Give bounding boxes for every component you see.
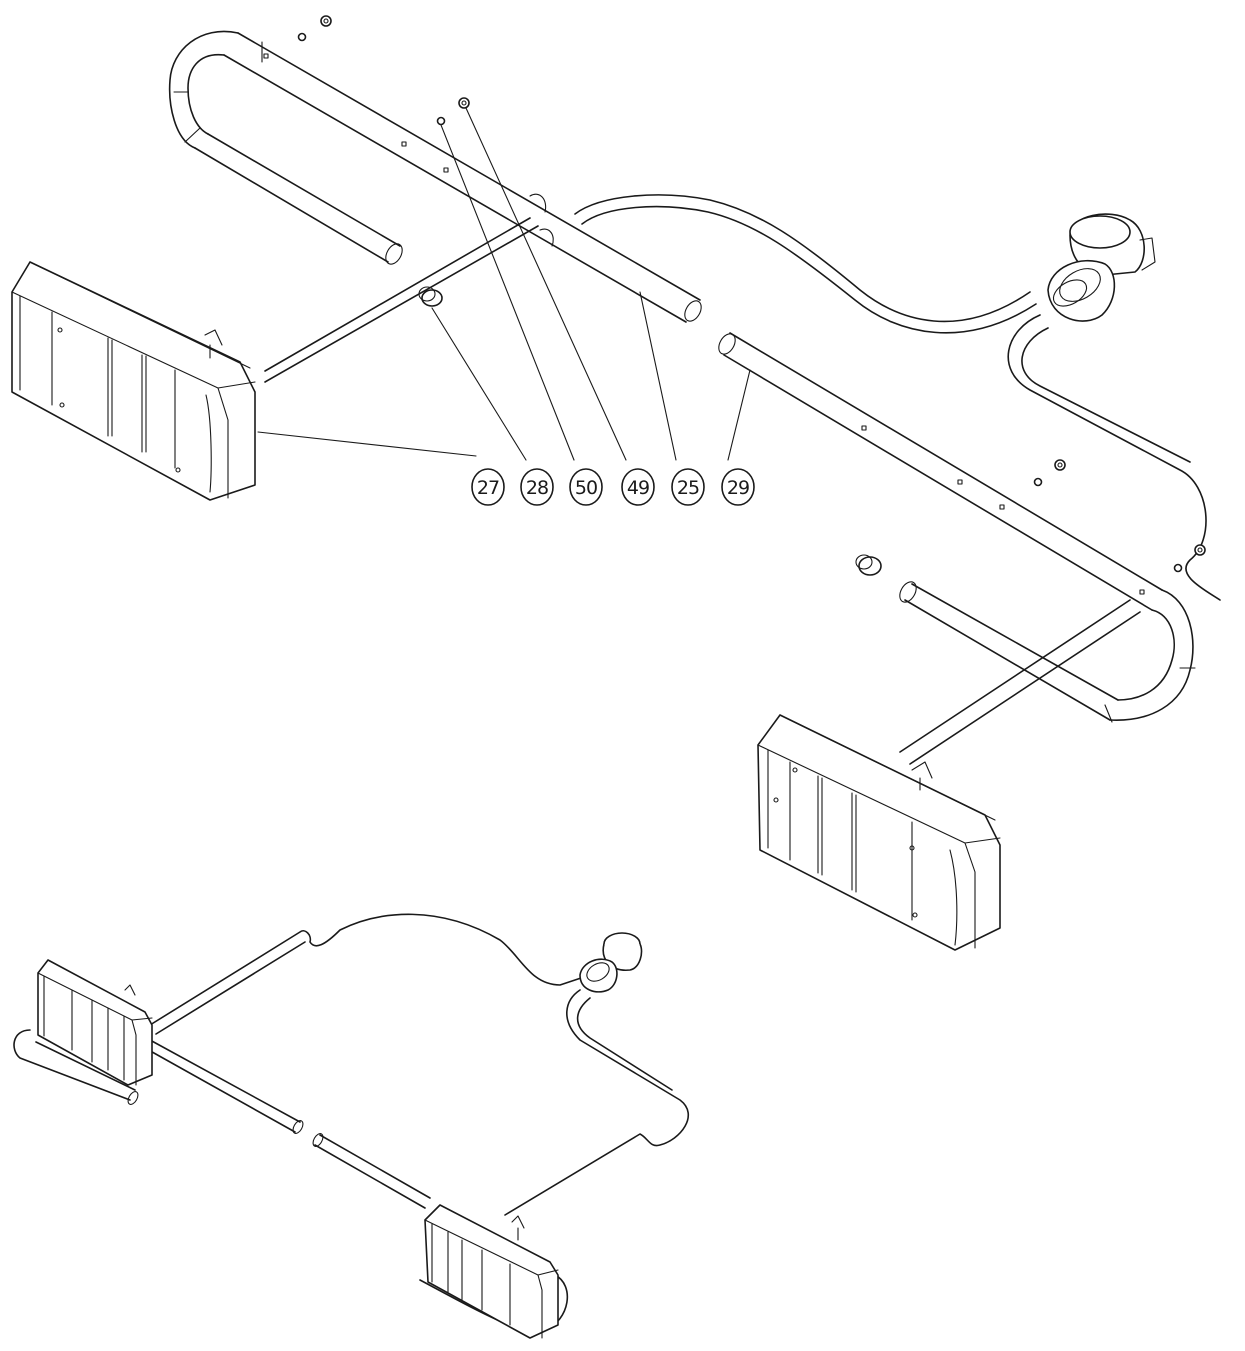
svg-text:49: 49	[627, 477, 649, 499]
tail-lamp-right	[757, 714, 1001, 951]
plug-connector	[1047, 213, 1156, 322]
harness-wire-left	[264, 217, 539, 383]
callout-25: 25	[671, 468, 705, 506]
svg-text:25: 25	[677, 477, 699, 499]
nut	[1033, 459, 1206, 573]
nut	[297, 15, 470, 126]
harness-cable-right	[1007, 314, 1221, 601]
main-exploded-view: 27 28 50 49 25 29	[11, 15, 1221, 951]
callout-28: 28	[520, 468, 554, 506]
left-hoop-bar	[168, 30, 702, 323]
grommet	[418, 286, 882, 576]
tail-lamp-left-assembled	[37, 959, 153, 1086]
tail-lamp-right-assembled	[424, 1204, 559, 1339]
tail-lamp-left	[11, 261, 256, 501]
svg-text:29: 29	[727, 477, 749, 499]
callout-50: 50	[569, 468, 603, 506]
plug-connector-assembled	[579, 932, 643, 993]
assembled-view	[13, 913, 689, 1339]
leader-lines	[257, 107, 751, 461]
harness-wire-right	[899, 599, 1141, 765]
callout-49: 49	[621, 468, 655, 506]
svg-text:27: 27	[477, 477, 499, 499]
svg-text:28: 28	[526, 477, 548, 499]
harness-cable-main	[574, 194, 1037, 334]
callout-27: 27	[471, 468, 505, 506]
right-hoop-bar	[718, 332, 1196, 723]
svg-text:50: 50	[575, 477, 597, 499]
callout-29: 29	[721, 468, 755, 506]
